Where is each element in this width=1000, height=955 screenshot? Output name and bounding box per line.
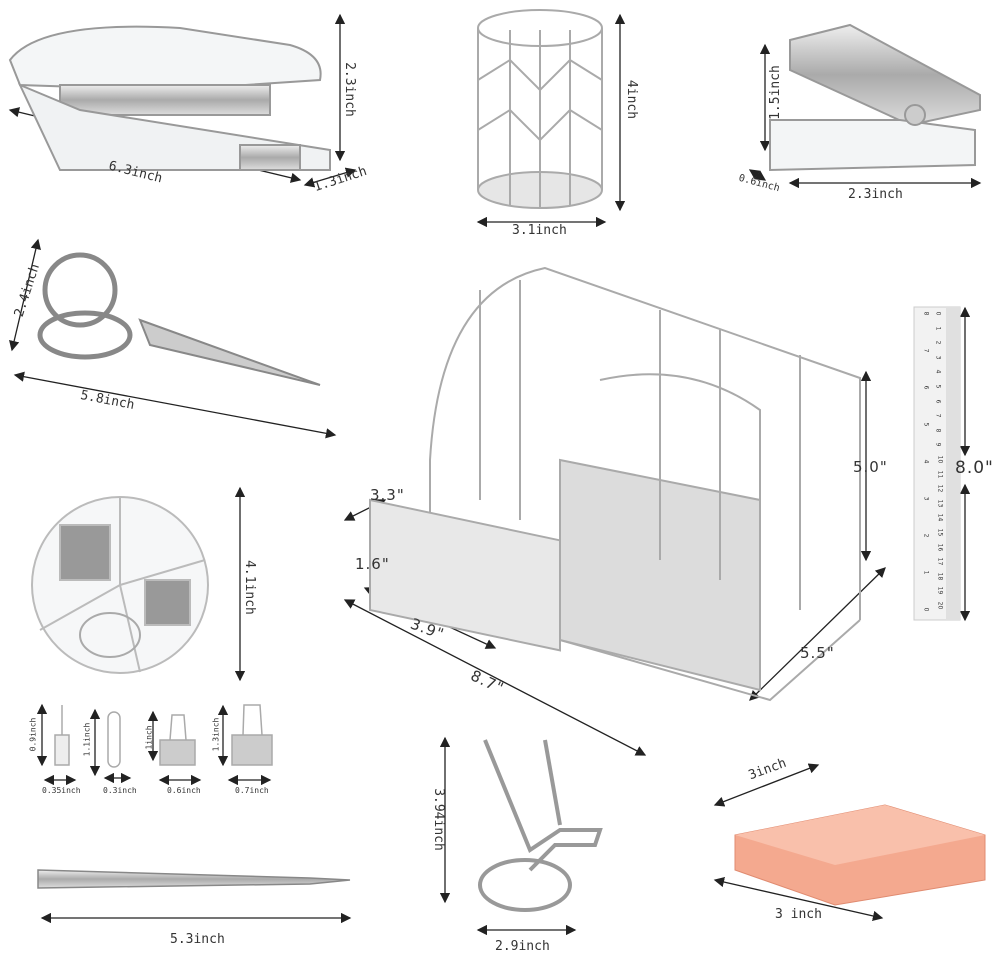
pen-drawing [37,869,351,889]
ruler-cm-tick: 17 [936,557,944,566]
ruler-cm-tick: 10 [936,455,944,464]
pen-cup-diameter-label: 3.1inch [512,223,567,238]
desk-organizer-drawing [369,266,861,702]
ruler-cm-tick: 4 [934,369,942,374]
ruler-cm-tick: 1 [934,326,942,331]
push-pin-height-label: 0.9inch [28,717,38,752]
ruler-cm-tick: 11 [936,470,944,478]
ruler-cm-tick: 6 [934,399,942,404]
ruler-inch-tick: 5 [922,422,930,427]
ruler-cm-tick: 16 [936,543,944,551]
ruler-cm-tick: 14 [936,514,944,522]
ruler-cm-tick: 0 [934,311,942,316]
ruler-inch-tick: 1 [922,570,930,575]
organizer-depth-label: 5.5" [800,644,835,662]
small-items-drawing [54,704,273,768]
ruler-inch-tick: 2 [922,533,930,538]
sticky-notes-depth-label: 3 inch [775,907,822,922]
ruler-cm-tick: 12 [936,484,944,493]
organizer-height-label: 5.0" [853,458,888,476]
sticky-notes-drawing [734,804,986,906]
clip-box-drawing [31,496,209,674]
ruler-cm-tick: 15 [936,528,944,537]
large-binder-clip-width-label: 0.7inch [235,786,269,795]
push-pin-width-label: 0.35inch [42,786,81,795]
pen-length-label: 5.3inch [170,932,225,947]
phone-stand-height-label: 3.94inch [430,788,446,851]
ruler-length-label: 8.0" [955,458,994,478]
paper-clip-width-label: 0.3inch [103,786,137,795]
ruler-drawing [913,306,961,621]
ruler-inch-tick: 0 [922,607,930,612]
ruler-cm-tick: 5 [934,384,942,389]
small-binder-clip-height-label: 1inch [144,725,154,750]
ruler-cm-tick: 7 [934,413,942,418]
ruler-cm-tick: 9 [934,442,942,447]
pen-cup-height-label: 4inch [624,79,640,120]
ruler-cm-tick: 20 [936,601,944,610]
ruler-cm-tick: 2 [934,340,942,345]
staple-remover-drawing [769,23,981,172]
ruler-cm-tick: 3 [934,355,942,360]
ruler-inch-tick: 7 [922,348,930,353]
staple-remover-length-label: 2.3inch [848,187,903,202]
staple-remover-height-label: 1.5inch [767,65,783,120]
ruler-inch-tick: 8 [922,311,930,316]
stapler-drawing [8,25,331,171]
ruler-inch-tick: 6 [922,385,930,390]
ruler-inch-tick: 4 [922,459,930,464]
ruler-cm-tick: 18 [936,572,944,581]
phone-stand-width-label: 2.9inch [495,939,550,954]
ruler-cm-tick: 8 [934,428,942,433]
small-binder-clip-width-label: 0.6inch [167,786,201,795]
paper-clip-height-label: 1.1inch [82,722,92,757]
pen-cup-drawing [477,9,603,209]
ruler-inch-tick: 3 [922,496,930,501]
drawer-depth-label: 3.3" [370,486,405,504]
stapler-height-label: 2.3inch [341,62,357,117]
drawer-height-label: 1.6" [355,555,390,573]
ruler-cm-tick: 13 [936,499,944,508]
large-binder-clip-height-label: 1.3inch [211,717,221,752]
phone-stand-drawing [478,739,603,912]
scissors-drawing [37,252,321,386]
ruler-cm-tick: 19 [936,587,944,595]
clip-box-diameter-label: 4.1inch [241,560,257,615]
